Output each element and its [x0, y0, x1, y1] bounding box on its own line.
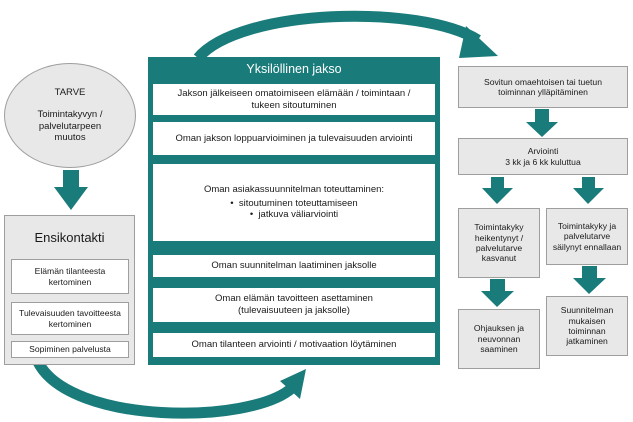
sailynyt-down-arrow — [573, 278, 606, 294]
heikentynyt-down-arrow — [481, 291, 514, 307]
jakso-title: Yksilöllinen jakso — [246, 62, 342, 76]
ensikontakti-item: Tulevaisuuden tavoitteesta kertominen — [11, 302, 129, 335]
jakso-item: Jakson jälkeiseen omatoimiseen elämään /… — [152, 83, 436, 116]
sovitun-down-arrow — [526, 122, 558, 137]
sailynyt-box: Toimintakyky ja palvelutarve säilynyt en… — [546, 208, 628, 265]
jakso-item-toteuttaminen-label: Oman asiakassuunnitelman toteuttaminen: — [203, 183, 385, 195]
ensikontakti-item: Sopiminen palvelusta — [11, 341, 129, 358]
jakso-subitem: jatkuva väliarviointi — [230, 209, 357, 221]
arviointi-sub: 3 kk ja 6 kk kuluttua — [505, 156, 581, 167]
arviointi-left-down-arrow — [482, 188, 513, 204]
bottom-curved-arrow — [33, 359, 296, 419]
ensikontakti-title: Ensikontakti — [34, 230, 105, 245]
arviointi-right-down-arrow — [573, 188, 604, 204]
ensikontakti-item: Elämän tilanteesta kertominen — [11, 259, 129, 294]
jakso-item: Oman jakson loppuarvioiminen ja tulevais… — [152, 121, 436, 156]
jakso-item: Oman elämän tavoitteen asettaminen (tule… — [152, 287, 436, 323]
jakso-item: Oman suunnitelman laatiminen jaksolle — [152, 254, 436, 278]
tarve-title: TARVE — [54, 86, 86, 98]
sovitun-box: Sovitun omaehtoisen tai tuetun toiminnan… — [458, 66, 628, 108]
jakso-subitems: sitoutuminen toteuttamiseen jatkuva väli… — [230, 198, 358, 222]
heikentynyt-box: Toimintakyky heikentynyt / palvelutarve … — [458, 208, 540, 278]
jatkaminen-box: Suunnitelman mukaisen toiminnan jatkamin… — [546, 296, 628, 356]
tarve-down-arrow — [54, 187, 88, 210]
tarve-ellipse: TARVE Toimintakyvyn / palvelutarpeen muu… — [4, 63, 136, 168]
arviointi-title: Arviointi — [527, 146, 559, 157]
jakso-subitem: sitoutuminen toteuttamiseen — [230, 198, 358, 210]
bottom-curved-arrowhead — [280, 369, 306, 399]
ohjaus-box: Ohjauksen ja neuvonnan saaminen — [458, 309, 540, 369]
arviointi-box: Arviointi 3 kk ja 6 kk kuluttua — [458, 138, 628, 175]
tarve-text: Toimintakyvyn / palvelutarpeen muutos — [37, 108, 103, 144]
jakso-item: Oman tilanteen arviointi / motivaation l… — [152, 332, 436, 358]
top-curved-arrow — [193, 10, 481, 62]
top-curved-arrowhead — [459, 26, 498, 58]
jakso-item-toteuttaminen: Oman asiakassuunnitelman toteuttaminen: … — [152, 163, 436, 242]
